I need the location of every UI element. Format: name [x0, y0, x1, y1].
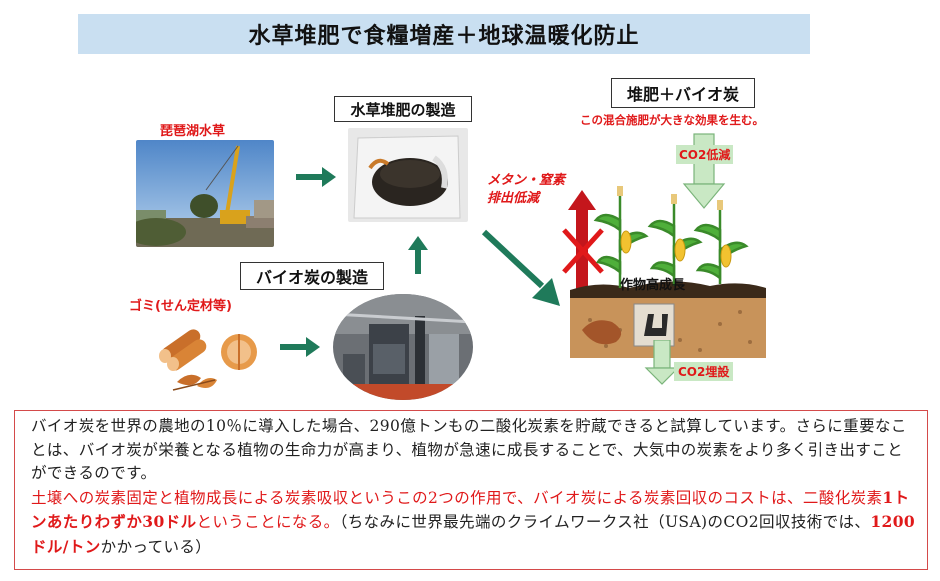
- info-note-end: かかっている）: [100, 537, 212, 556]
- waterweed-harvest-photo: [136, 140, 274, 247]
- biochar-plant-photo: [333, 294, 473, 400]
- info-cost-highlight: 1トンあたりわずか30ドル: [31, 487, 910, 532]
- arrow-up-icon: [408, 236, 428, 274]
- info-red-end: ということになる。: [196, 513, 340, 531]
- co2-bury-arrow-icon: [644, 340, 680, 385]
- wood-logs-icon: [159, 329, 257, 391]
- field-illustration: [570, 186, 766, 358]
- compost-photo: [348, 128, 468, 222]
- info-paragraph-1: バイオ炭を世界の農地の10％に導入した場合、290億トンもの二酸化炭素を貯蔵でき…: [31, 417, 907, 482]
- biwako-label: 琵琶湖水草: [160, 124, 226, 139]
- page-title: 水草堆肥で食糧増産＋地球温暖化防止: [78, 14, 810, 54]
- info-cost-compare: 1200ドル/トン: [31, 512, 916, 556]
- methane-label: メタン・窒素 排出低減: [487, 172, 565, 208]
- methane-label-line2: 排出低減: [487, 191, 540, 206]
- arrow-diagonal-icon: [481, 229, 560, 306]
- methane-label-line1: メタン・窒素: [487, 173, 566, 188]
- arrow-right-icon-2: [280, 337, 320, 357]
- info-paragraph-2: 土壌への炭素固定と植物成長による炭素吸収というこの2つの作用で、バイオ炭による炭…: [31, 486, 917, 560]
- compost-label: 水草堆肥の製造: [334, 96, 472, 122]
- co2-reduce-label: CO2低減: [676, 145, 734, 164]
- arrow-right-icon: [296, 167, 336, 187]
- info-note-text: （ちなみに世界最先端のクライムワークス社（USA)のCO2回収技術では、: [339, 513, 871, 531]
- info-red-text: 土壌への炭素固定と植物成長による炭素吸収というこの2つの作用で、バイオ炭による炭…: [31, 488, 883, 507]
- info-box: バイオ炭を世界の農地の10％に導入した場合、290億トンもの二酸化炭素を貯蔵でき…: [14, 410, 928, 570]
- gomi-label: ゴミ(せん定材等): [129, 299, 232, 314]
- compost-plus-biochar-label: 堆肥＋バイオ炭: [611, 78, 755, 108]
- biochar-label: バイオ炭の製造: [240, 262, 384, 290]
- co2-bury-label: CO2埋設: [674, 362, 734, 381]
- mix-effect-text: この混合施肥が大きな効果を生む。: [580, 113, 764, 127]
- crop-growth-label: 作物高成長: [620, 278, 686, 293]
